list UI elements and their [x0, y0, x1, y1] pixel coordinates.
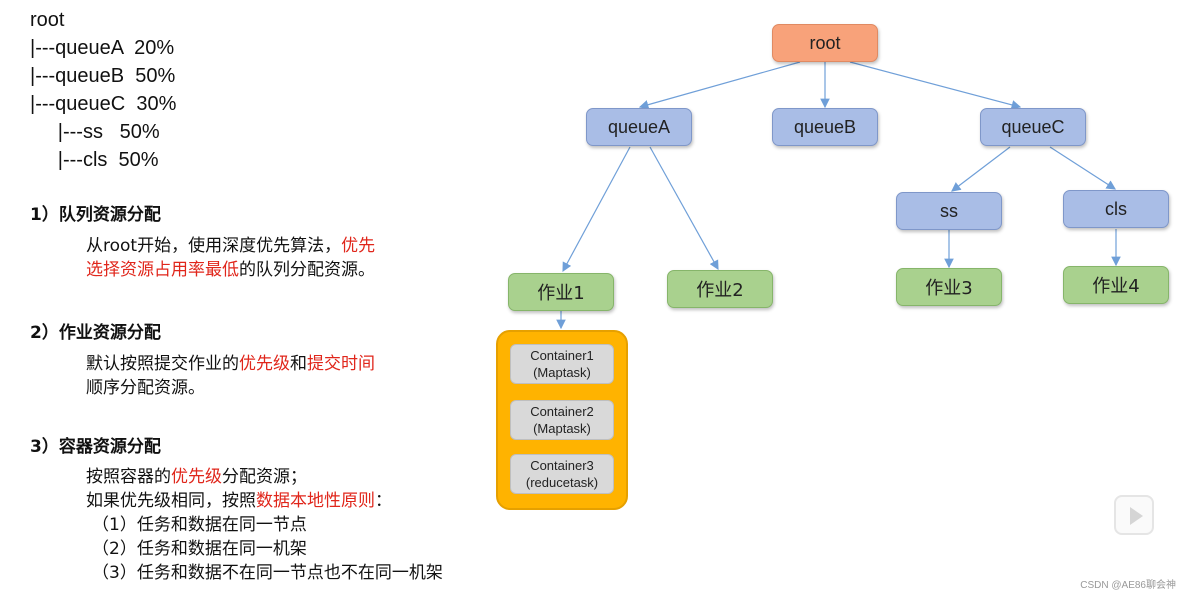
section-3-item-3: （3）任务和数据不在同一节点也不在同一机架: [92, 563, 443, 583]
section-3-item-2: （2）任务和数据在同一机架: [92, 539, 307, 559]
section-1-line-2: 选择资源占用率最低的队列分配资源。: [86, 258, 375, 282]
container-3: Container3 (reducetask): [510, 454, 614, 494]
node-queueB: queueB: [772, 108, 878, 146]
tree-line-cls: |---cls 50%: [30, 149, 159, 171]
tree-line-queueC: |---queueC 30%: [30, 93, 177, 115]
plain-text: 顺序分配资源。: [86, 378, 205, 398]
node-cls: cls: [1063, 190, 1169, 228]
highlight-text: 数据本地性原则: [256, 491, 375, 511]
container-task: (reducetask): [525, 475, 599, 490]
tree-line-queueA: |---queueA 20%: [30, 37, 175, 59]
section-1-line-1: 从root开始，使用深度优先算法，优先: [86, 234, 375, 258]
section-2-line-2: 顺序分配资源。: [86, 376, 205, 400]
node-root: root: [772, 24, 878, 62]
section-3-line-2: 如果优先级相同，按照数据本地性原则：: [86, 489, 392, 513]
highlight-text: 优先级: [239, 354, 290, 374]
container-name: Container1: [530, 348, 594, 363]
node-ss: ss: [896, 192, 1002, 230]
edge-queueA-job2: [649, 146, 719, 271]
plain-text: 的队列分配资源。: [239, 260, 375, 280]
container-task: (Maptask): [533, 421, 591, 436]
text-panel: root |---queueA 20% |---queueB 50% |---q…: [0, 0, 560, 595]
container-1: Container1 (Maptask): [510, 344, 614, 384]
section-3-line-1: 按照容器的优先级分配资源；: [86, 465, 307, 489]
highlight-text: 优先: [341, 236, 376, 256]
highlight-text: 选择资源占用率最低: [86, 260, 239, 280]
edge-root-queueA: [638, 61, 801, 110]
tree-line-root: root: [30, 9, 65, 31]
container-name: Container2: [530, 404, 594, 419]
node-job2: 作业2: [667, 270, 773, 308]
plain-text: ：: [375, 491, 392, 511]
section-2-title: 2）作业资源分配: [30, 323, 161, 343]
edge-root-queueC: [849, 61, 1022, 110]
node-job3: 作业3: [896, 268, 1002, 306]
plain-text: 从root开始，使用深度优先算法，: [86, 236, 342, 256]
plain-text: 如果优先级相同，按照: [86, 491, 256, 511]
container-task: (Maptask): [533, 365, 591, 380]
edge-queueA-job1: [562, 146, 631, 273]
plain-text: 按照容器的: [86, 467, 171, 487]
plain-text: 默认按照提交作业的: [86, 354, 239, 374]
section-2-line-1: 默认按照提交作业的优先级和提交时间: [86, 352, 375, 376]
watermark: CSDN @AE86聊会神: [1080, 580, 1176, 591]
highlight-text: 优先级: [171, 467, 222, 487]
container-name: Container3: [530, 458, 594, 473]
edge-queueC-ss: [951, 146, 1011, 192]
node-queueC: queueC: [980, 108, 1086, 146]
section-3-item-1: （1）任务和数据在同一节点: [92, 515, 307, 535]
node-queueA: queueA: [586, 108, 692, 146]
tree-line-queueB: |---queueB 50%: [30, 65, 176, 87]
node-job4: 作业4: [1063, 266, 1169, 304]
tree-line-ss: |---ss 50%: [30, 121, 160, 143]
plain-text: 和: [290, 354, 307, 374]
edge-queueC-cls: [1049, 146, 1117, 190]
node-job1: 作业1: [508, 273, 614, 311]
play-icon[interactable]: [1114, 495, 1154, 535]
plain-text: 分配资源；: [222, 467, 307, 487]
section-3-title: 3）容器资源分配: [30, 437, 161, 457]
container-group: Container1 (Maptask) Container2 (Maptask…: [496, 330, 628, 510]
highlight-text: 提交时间: [307, 354, 375, 374]
container-2: Container2 (Maptask): [510, 400, 614, 440]
section-1-title: 1）队列资源分配: [30, 205, 161, 225]
